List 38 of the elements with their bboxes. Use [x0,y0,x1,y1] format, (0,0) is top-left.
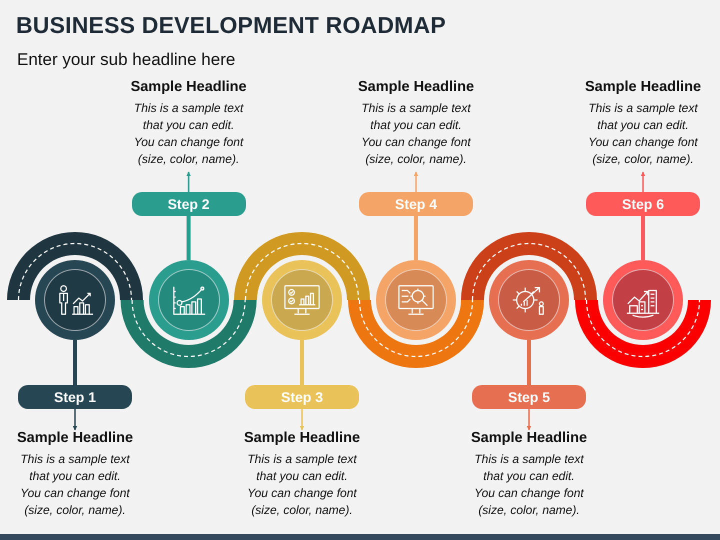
headline: Sample Headline [244,430,360,446]
connector-line [73,340,77,385]
step-circle [603,260,683,340]
arrow [72,409,78,430]
arrow [414,172,418,192]
arrow [300,409,304,430]
body-text: This is a sample text that you can edit. You can change font (size, color, name). [587,100,699,168]
headline: Sample Headline [584,79,702,95]
arrow [186,172,191,192]
headline: Sample Headline [16,430,134,446]
connector-line [527,340,531,385]
connector-line [186,216,191,260]
step-pill: Step 4 [359,192,473,216]
subtitle: Enter your sub headline here [17,50,236,70]
step-pill: Step 6 [586,192,700,216]
connector-line [414,216,418,260]
step-pill: Step 1 [18,385,132,409]
body-text: This is a sample text that you can edit. You can change font (size, color, name). [19,451,131,519]
connector-line [641,216,645,260]
arrow [526,409,532,430]
body-text: This is a sample text that you can edit. You can change font (size, color, name). [473,451,585,519]
arrow [640,172,646,192]
step-circle [489,260,569,340]
headline: Sample Headline [358,79,474,95]
step-circle [148,260,229,340]
step-pill: Step 3 [245,385,359,409]
body-text: This is a sample text that you can edit. You can change font (size, color, name). [360,100,472,168]
step-pill: Step 2 [132,192,246,216]
headline: Sample Headline [130,79,247,95]
body-text: This is a sample text that you can edit. You can change font (size, color, name). [246,451,358,519]
headline: Sample Headline [470,430,588,446]
connector-line [300,340,304,385]
step-circle [262,260,342,340]
body-text: This is a sample text that you can edit. You can change font (size, color, name). [132,100,245,168]
step-circle [35,260,115,340]
title: BUSINESS DEVELOPMENT ROADMAP [16,12,446,39]
step-circle [376,260,456,340]
step-pill: Step 5 [472,385,586,409]
